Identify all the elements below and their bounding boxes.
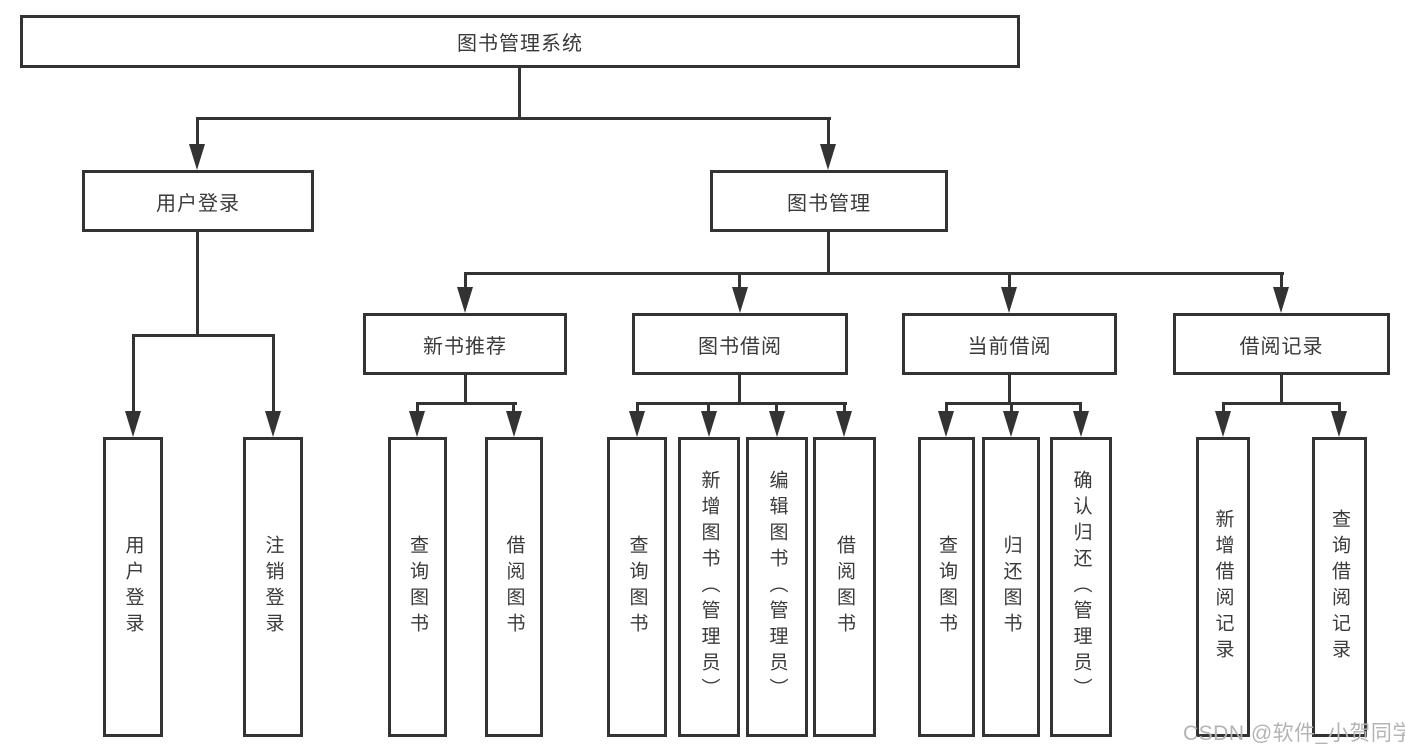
connector-line <box>196 117 199 147</box>
leaf-query-borrow-record: 查询借阅记录 <box>1312 437 1367 737</box>
connector-arrowhead <box>1215 411 1231 437</box>
leaf-query-books-recommend-label: 查询图书 <box>407 535 428 639</box>
leaf-query-books-borrow-label: 查询图书 <box>626 535 648 639</box>
leaf-add-borrow-record-label: 新增借阅记录 <box>1212 509 1234 665</box>
connector-arrowhead <box>1001 287 1017 313</box>
connector-line <box>945 402 948 416</box>
leaf-borrow-books-2: 借阅图书 <box>813 437 876 737</box>
connector-line <box>464 375 467 405</box>
node-current-borrow-label: 当前借阅 <box>967 335 1052 358</box>
connector-line <box>196 117 831 120</box>
connector-arrowhead <box>938 411 954 437</box>
connector-arrowhead <box>769 411 785 437</box>
watermark: CSDN @软件_小贺同学 <box>1183 722 1405 745</box>
connector-line <box>416 402 517 405</box>
connector-line <box>827 232 830 275</box>
node-new-book-recommend: 新书推荐 <box>363 313 567 375</box>
node-new-book-recommend-label: 新书推荐 <box>423 335 507 358</box>
connector-line <box>827 117 830 147</box>
connector-line <box>1008 375 1011 405</box>
connector-line <box>272 334 275 414</box>
connector-line <box>1010 402 1013 416</box>
node-root: 图书管理系统 <box>20 15 1020 68</box>
leaf-user-login-label: 用户登录 <box>122 535 144 639</box>
leaf-query-books-current: 查询图书 <box>918 437 975 737</box>
leaf-add-book-admin-label: 新增图书（管理员） <box>698 470 720 704</box>
leaf-add-book-admin: 新增图书（管理员） <box>678 437 740 737</box>
connector-arrowhead <box>265 411 281 437</box>
connector-line <box>464 272 467 292</box>
connector-arrowhead <box>732 287 748 313</box>
leaf-return-book: 归还图书 <box>982 437 1040 737</box>
connector-line <box>707 402 710 416</box>
node-borrow-records-label: 借阅记录 <box>1239 335 1324 358</box>
connector-arrowhead <box>1273 287 1289 313</box>
node-root-label: 图书管理系统 <box>457 33 583 55</box>
leaf-edit-book-admin: 编辑图书（管理员） <box>746 437 808 737</box>
connector-arrowhead <box>1003 411 1019 437</box>
leaf-borrow-books-recommend-label: 借阅图书 <box>503 535 525 639</box>
connector-line <box>775 402 778 416</box>
node-book-borrow: 图书借阅 <box>632 313 848 375</box>
leaf-user-login: 用户登录 <box>103 437 163 737</box>
connector-line <box>1222 402 1341 405</box>
connector-arrowhead <box>189 144 205 170</box>
leaf-add-borrow-record: 新增借阅记录 <box>1196 437 1250 737</box>
leaf-logout-label: 注销登录 <box>262 535 284 639</box>
leaf-borrow-books-recommend: 借阅图书 <box>485 437 543 737</box>
leaf-confirm-return-admin-label: 确认归还（管理员） <box>1070 470 1092 704</box>
connector-line <box>132 334 275 337</box>
connector-arrowhead <box>125 411 141 437</box>
connector-arrowhead <box>1073 411 1089 437</box>
connector-line <box>512 402 515 416</box>
leaf-query-books-borrow: 查询图书 <box>607 437 667 737</box>
connector-line <box>196 232 199 336</box>
connector-arrowhead <box>409 411 425 437</box>
node-user-login: 用户登录 <box>82 170 314 232</box>
connector-line <box>1008 272 1011 292</box>
connector-arrowhead <box>1331 411 1347 437</box>
node-borrow-records: 借阅记录 <box>1173 313 1390 375</box>
leaf-logout: 注销登录 <box>243 437 303 737</box>
connector-line <box>464 272 1284 275</box>
connector-arrowhead <box>701 411 717 437</box>
node-book-borrow-label: 图书借阅 <box>698 335 782 358</box>
leaf-edit-book-admin-label: 编辑图书（管理员） <box>766 470 788 704</box>
node-book-management: 图书管理 <box>710 170 948 232</box>
connector-line <box>518 67 521 118</box>
leaf-borrow-books-2-label: 借阅图书 <box>834 535 855 639</box>
node-book-management-label: 图书管理 <box>787 192 871 215</box>
connector-line <box>1079 402 1082 416</box>
connector-line <box>738 375 741 405</box>
connector-line <box>636 402 639 416</box>
leaf-return-book-label: 归还图书 <box>1000 535 1022 639</box>
connector-line <box>1222 402 1225 416</box>
connector-line <box>132 334 135 414</box>
connector-line <box>843 402 846 416</box>
leaf-query-borrow-record-label: 查询借阅记录 <box>1329 509 1350 665</box>
connector-arrowhead <box>457 287 473 313</box>
leaf-query-books-recommend: 查询图书 <box>388 437 447 737</box>
connector-line <box>945 402 1082 405</box>
connector-line <box>636 402 847 405</box>
connector-arrowhead <box>836 411 852 437</box>
leaf-confirm-return-admin: 确认归还（管理员） <box>1050 437 1112 737</box>
connector-line <box>1280 272 1283 292</box>
connector-line <box>1338 402 1341 416</box>
connector-arrowhead <box>820 144 836 170</box>
leaf-query-books-current-label: 查询图书 <box>936 535 957 639</box>
connector-line <box>416 402 419 416</box>
connector-line <box>1280 375 1283 405</box>
node-current-borrow: 当前借阅 <box>902 313 1117 375</box>
connector-line <box>738 272 741 292</box>
node-user-login-label: 用户登录 <box>156 192 240 215</box>
connector-arrowhead <box>506 411 522 437</box>
connector-arrowhead <box>629 411 645 437</box>
